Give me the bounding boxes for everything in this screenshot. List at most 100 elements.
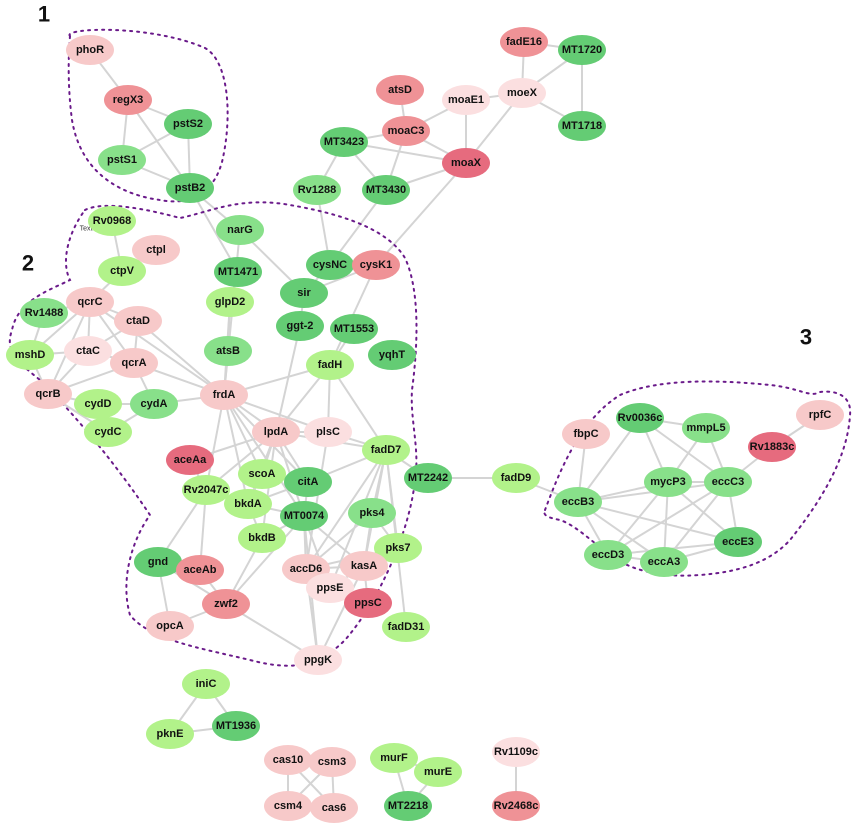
node-csm3[interactable]: csm3 [308,747,356,777]
node-MT1471[interactable]: MT1471 [214,257,262,287]
node-pstB2[interactable]: pstB2 [166,173,214,203]
node-opcA[interactable]: opcA [146,611,194,641]
node-zwf2[interactable]: zwf2 [202,589,250,619]
node-qcrC[interactable]: qcrC [66,287,114,317]
node-fadD31[interactable]: fadD31 [382,612,430,642]
node-Rv1109c[interactable]: Rv1109c [492,737,540,767]
node-ctaC[interactable]: ctaC [64,336,112,366]
node-MT1936[interactable]: MT1936 [212,711,260,741]
node-label: opcA [156,620,184,632]
node-label: cydA [141,398,168,410]
node-pstS1[interactable]: pstS1 [98,145,146,175]
node-fbpC[interactable]: fbpC [562,419,610,449]
node-qcrA[interactable]: qcrA [110,348,158,378]
node-murF[interactable]: murF [370,743,418,773]
node-fadH[interactable]: fadH [306,350,354,380]
node-eccC3[interactable]: eccC3 [704,467,752,497]
node-sir[interactable]: sir [280,278,328,308]
node-label: eccB3 [562,496,594,508]
node-lpdA[interactable]: lpdA [252,417,300,447]
node-Rv2468c[interactable]: Rv2468c [492,791,540,821]
node-narG[interactable]: narG [216,215,264,245]
node-MT3430[interactable]: MT3430 [362,175,410,205]
node-eccD3[interactable]: eccD3 [584,540,632,570]
node-phoR[interactable]: phoR [66,35,114,65]
node-Rv1288[interactable]: Rv1288 [293,175,341,205]
node-ctpl[interactable]: ctpl [132,235,180,265]
node-bkdA[interactable]: bkdA [224,489,272,519]
node-MT1720[interactable]: MT1720 [558,35,606,65]
node-label: murF [380,752,408,764]
node-cysNC[interactable]: cysNC [306,250,354,280]
node-murE[interactable]: murE [414,757,462,787]
node-ellipse [796,400,844,430]
node-fadD7[interactable]: fadD7 [362,435,410,465]
node-scoA[interactable]: scoA [238,459,286,489]
node-moaE1[interactable]: moaE1 [442,85,490,115]
node-qcrB[interactable]: qcrB [24,379,72,409]
edge-frdA-Rv2047c [205,394,225,491]
node-eccB3[interactable]: eccB3 [554,487,602,517]
node-cydD[interactable]: cydD [74,389,122,419]
node-ppsC[interactable]: ppsC [344,588,392,618]
node-ellipse [498,78,546,108]
node-pks7[interactable]: pks7 [374,533,422,563]
node-mycP3[interactable]: mycP3 [644,467,692,497]
node-plsC[interactable]: plsC [304,417,352,447]
node-MT3423[interactable]: MT3423 [320,127,368,157]
node-MT2218[interactable]: MT2218 [384,791,432,821]
node-eccE3[interactable]: eccE3 [714,527,762,557]
node-ellipse [146,719,194,749]
node-pks4[interactable]: pks4 [348,498,396,528]
node-cas10[interactable]: cas10 [264,745,312,775]
node-citA[interactable]: citA [284,467,332,497]
node-glpD2[interactable]: glpD2 [206,287,254,317]
node-cysK1[interactable]: cysK1 [352,250,400,280]
node-MT1718[interactable]: MT1718 [558,111,606,141]
node-eccA3[interactable]: eccA3 [640,547,688,577]
node-csm4[interactable]: csm4 [264,791,312,821]
node-ctpV[interactable]: ctpV [98,256,146,286]
node-ppsE[interactable]: ppsE [306,573,354,603]
node-regX3[interactable]: regX3 [104,85,152,115]
node-atsD[interactable]: atsD [376,75,424,105]
node-pknE[interactable]: pknE [146,719,194,749]
node-label: MT1720 [562,44,602,56]
node-fadD9[interactable]: fadD9 [492,463,540,493]
node-Rv2047c[interactable]: Rv2047c [182,475,230,505]
node-moaC3[interactable]: moaC3 [382,116,430,146]
node-atsB[interactable]: atsB [204,336,252,366]
node-mmpL5[interactable]: mmpL5 [682,413,730,443]
node-rpfC[interactable]: rpfC [796,400,844,430]
node-mshD[interactable]: mshD [6,340,54,370]
node-ellipse [276,311,324,341]
node-Rv1883c[interactable]: Rv1883c [748,432,796,462]
node-ggt-2[interactable]: ggt-2 [276,311,324,341]
node-Rv0036c[interactable]: Rv0036c [616,403,664,433]
node-Rv1488[interactable]: Rv1488 [20,298,68,328]
node-frdA[interactable]: frdA [200,380,248,410]
node-yqhT[interactable]: yqhT [368,340,416,370]
node-kasA[interactable]: kasA [340,551,388,581]
node-pstS2[interactable]: pstS2 [164,109,212,139]
node-MT0074[interactable]: MT0074 [280,501,328,531]
node-MT1553[interactable]: MT1553 [330,314,378,344]
edge-moaX-cysK1 [375,162,467,266]
node-label: pks7 [385,542,410,554]
node-aceAb[interactable]: aceAb [176,555,224,585]
node-fadE16[interactable]: fadE16 [500,27,548,57]
node-cas6[interactable]: cas6 [310,793,358,823]
node-gnd[interactable]: gnd [134,547,182,577]
node-moeX[interactable]: moeX [498,78,546,108]
node-aceAa[interactable]: aceAa [166,445,214,475]
node-iniC[interactable]: iniC [182,669,230,699]
node-Rv0968[interactable]: Rv0968 [88,206,136,236]
node-bkdB[interactable]: bkdB [238,523,286,553]
node-cydA[interactable]: cydA [130,389,178,419]
node-cydC[interactable]: cydC [84,417,132,447]
node-moaX[interactable]: moaX [442,148,490,178]
node-ppgK[interactable]: ppgK [294,645,342,675]
node-ctaD[interactable]: ctaD [114,306,162,336]
node-MT2242[interactable]: MT2242 [404,463,452,493]
